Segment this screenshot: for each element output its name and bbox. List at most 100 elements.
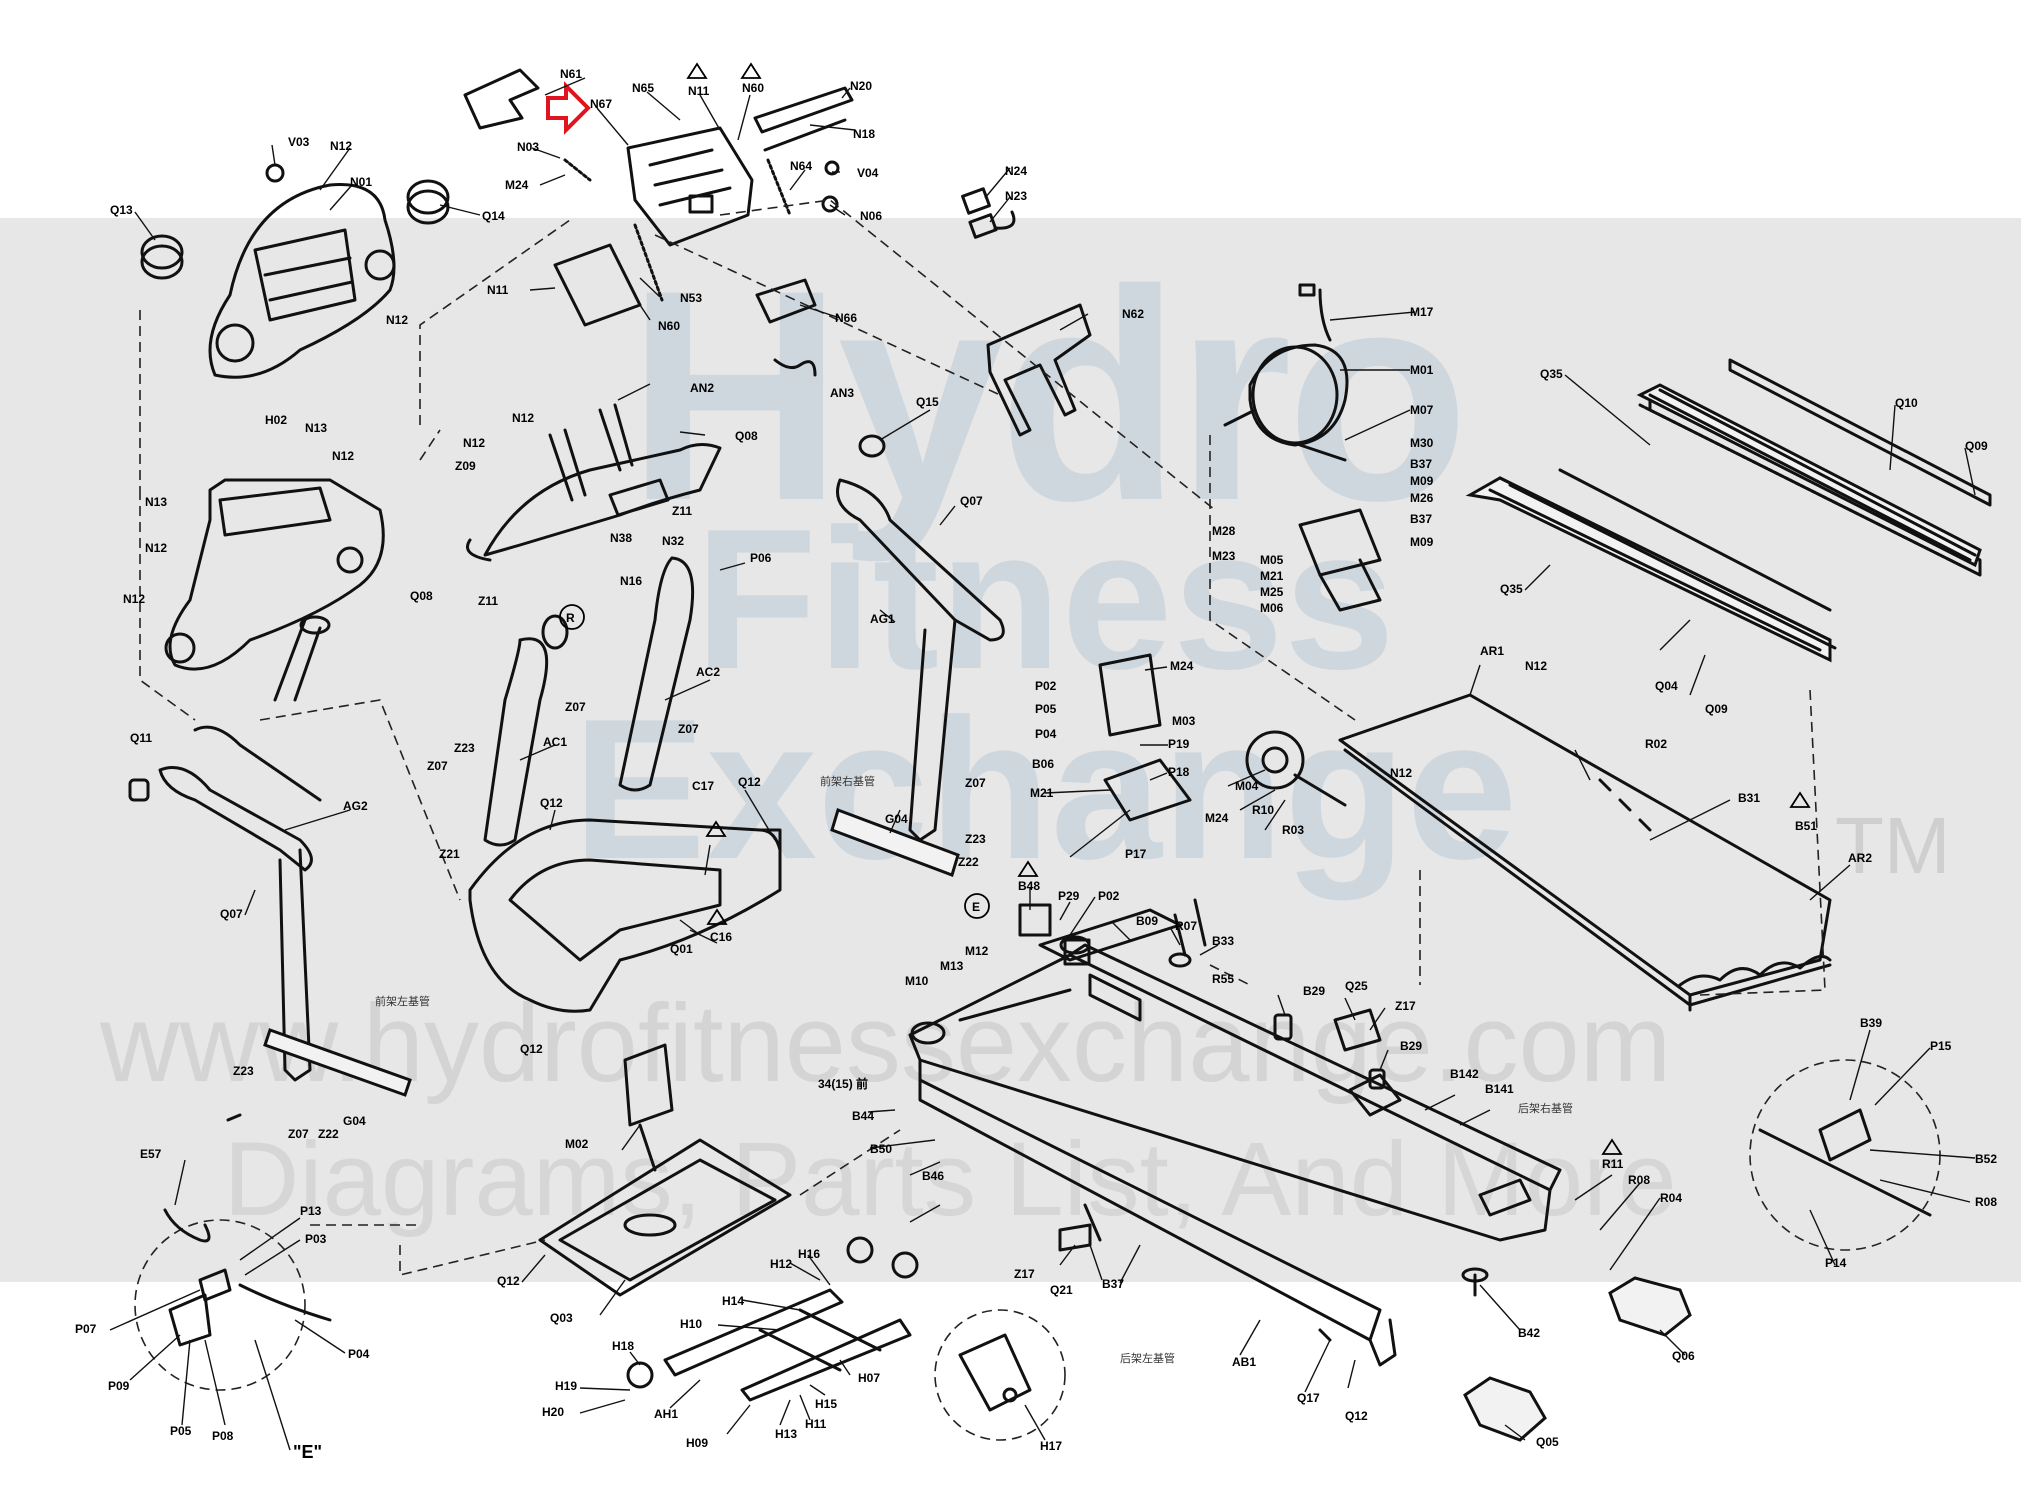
label-n32: N32 — [662, 534, 684, 548]
label-n61: N61 — [560, 67, 582, 81]
label-q12-a: Q12 — [540, 796, 563, 810]
label-b06: B06 — [1032, 757, 1054, 771]
label-c17: C17 — [692, 779, 714, 793]
note-front-left-tube: 前架左基管 — [375, 994, 430, 1008]
label-b141: B141 — [1485, 1082, 1514, 1096]
handlebar-frame — [466, 403, 722, 562]
lower-housing-h02 — [164, 478, 385, 671]
label-p19: P19 — [1168, 737, 1190, 751]
label-b09: B09 — [1136, 914, 1158, 928]
label-h15: H15 — [815, 1397, 837, 1411]
board-n11 — [553, 243, 642, 327]
watermark-band — [0, 218, 2021, 1282]
tablet-n24-n23 — [961, 187, 1016, 239]
watermark-line-2: Fitness — [694, 488, 1396, 711]
label-m12: M12 — [965, 944, 989, 958]
circle-e-marker — [964, 893, 990, 919]
label-q35-b: Q35 — [1500, 582, 1523, 596]
label-h11: H11 — [805, 1417, 827, 1431]
label-q06: Q06 — [1672, 1349, 1695, 1363]
label-p05-a: P05 — [1035, 702, 1057, 716]
label-n11: N11 — [688, 84, 710, 98]
spring-n24 — [563, 158, 592, 182]
watermark-line-3: Exchange — [572, 678, 1518, 901]
label-m02: M02 — [565, 1137, 589, 1151]
label-ar1: AR1 — [1480, 644, 1504, 658]
label-m13: M13 — [940, 959, 964, 973]
note-front-right-tube: 前架右基管 — [820, 774, 875, 788]
label-n06: N06 — [860, 209, 882, 223]
label-q07-a: Q07 — [960, 494, 983, 508]
running-deck-r02 — [1338, 693, 1832, 1012]
label-q13: Q13 — [110, 203, 133, 217]
label-r-circle: R — [566, 611, 575, 625]
label-h14: H14 — [722, 1294, 744, 1308]
stand-tube — [273, 615, 331, 702]
label-n20: N20 — [850, 79, 872, 93]
handrail-ag2 — [128, 725, 322, 1082]
label-q03: Q03 — [550, 1311, 573, 1325]
label-r07: R07 — [1175, 919, 1197, 933]
label-b46: B46 — [922, 1169, 944, 1183]
label-h18: H18 — [612, 1339, 634, 1353]
label-r04: R04 — [1660, 1191, 1682, 1205]
label-q12-d: Q12 — [497, 1274, 520, 1288]
label-g04-b: G04 — [885, 812, 908, 826]
label-h19: H19 — [555, 1379, 577, 1393]
label-z11-b: Z11 — [478, 594, 498, 608]
label-ac2: AC2 — [696, 665, 720, 679]
label-p02-a: P02 — [1035, 679, 1057, 693]
label-m07: M07 — [1410, 403, 1434, 417]
foot-q06 — [1608, 1276, 1692, 1337]
part-labels: N61 N67 N65 N11 N60 N20 N18 V03 N12 N01 … — [75, 67, 1997, 1462]
label-q01: Q01 — [670, 942, 693, 956]
label-n12-h: N12 — [1390, 766, 1412, 780]
label-n12-g: N12 — [463, 436, 485, 450]
label-n16: N16 — [620, 574, 642, 588]
motor-bracket — [1298, 443, 1382, 612]
label-n12-a: N12 — [330, 139, 352, 153]
label-m26: M26 — [1410, 491, 1434, 505]
label-q07-b: Q07 — [220, 907, 243, 921]
label-n38: N38 — [610, 531, 632, 545]
label-b29-b: B29 — [1400, 1039, 1422, 1053]
label-z23-c: Z23 — [965, 832, 986, 846]
label-m24-b: M24 — [1170, 659, 1194, 673]
label-z22-a: Z22 — [318, 1127, 339, 1141]
label-r02: R02 — [1645, 737, 1667, 751]
label-n12-e: N12 — [123, 592, 145, 606]
label-ab1: AB1 — [1232, 1355, 1256, 1369]
label-h07: H07 — [858, 1371, 880, 1385]
label-e57: E57 — [140, 1147, 162, 1161]
label-v04: V04 — [857, 166, 879, 180]
note-rear-right-tube: 后架右基管 — [1518, 1101, 1573, 1115]
label-ac1: AC1 — [543, 735, 567, 749]
assembly-dashed-lines — [139, 199, 1826, 1277]
main-frame-ab1 — [908, 943, 1562, 1367]
label-m30: M30 — [1410, 436, 1434, 450]
label-h16: H16 — [798, 1247, 820, 1261]
label-b50: B50 — [870, 1142, 892, 1156]
label-n18: N18 — [853, 127, 875, 141]
label-b37-c: B37 — [1102, 1277, 1124, 1291]
label-r10: R10 — [1252, 803, 1274, 817]
label-p04-a: P04 — [1035, 727, 1057, 741]
upright-ac2 — [618, 556, 695, 792]
label-p15: P15 — [1930, 1039, 1952, 1053]
label-n66: N66 — [835, 311, 857, 325]
watermark-trademark: TM — [1835, 801, 1951, 890]
upper-housing-n01 — [208, 163, 396, 379]
label-m17: M17 — [1410, 305, 1434, 319]
lift-frame-q03 — [538, 1138, 792, 1297]
h17-detail-parts — [958, 1333, 1032, 1412]
label-z22-b: Z22 — [958, 855, 979, 869]
label-m01: M01 — [1410, 363, 1434, 377]
label-b29-a: B29 — [1303, 984, 1325, 998]
detail-circle-h17 — [934, 1309, 1066, 1441]
label-m06: M06 — [1260, 601, 1284, 615]
label-z17-a: Z17 — [1395, 999, 1416, 1013]
misc-brackets — [1018, 898, 1386, 1252]
label-ah1: AH1 — [654, 1407, 678, 1421]
label-p06: P06 — [750, 551, 772, 565]
label-h17: H17 — [1040, 1439, 1062, 1453]
